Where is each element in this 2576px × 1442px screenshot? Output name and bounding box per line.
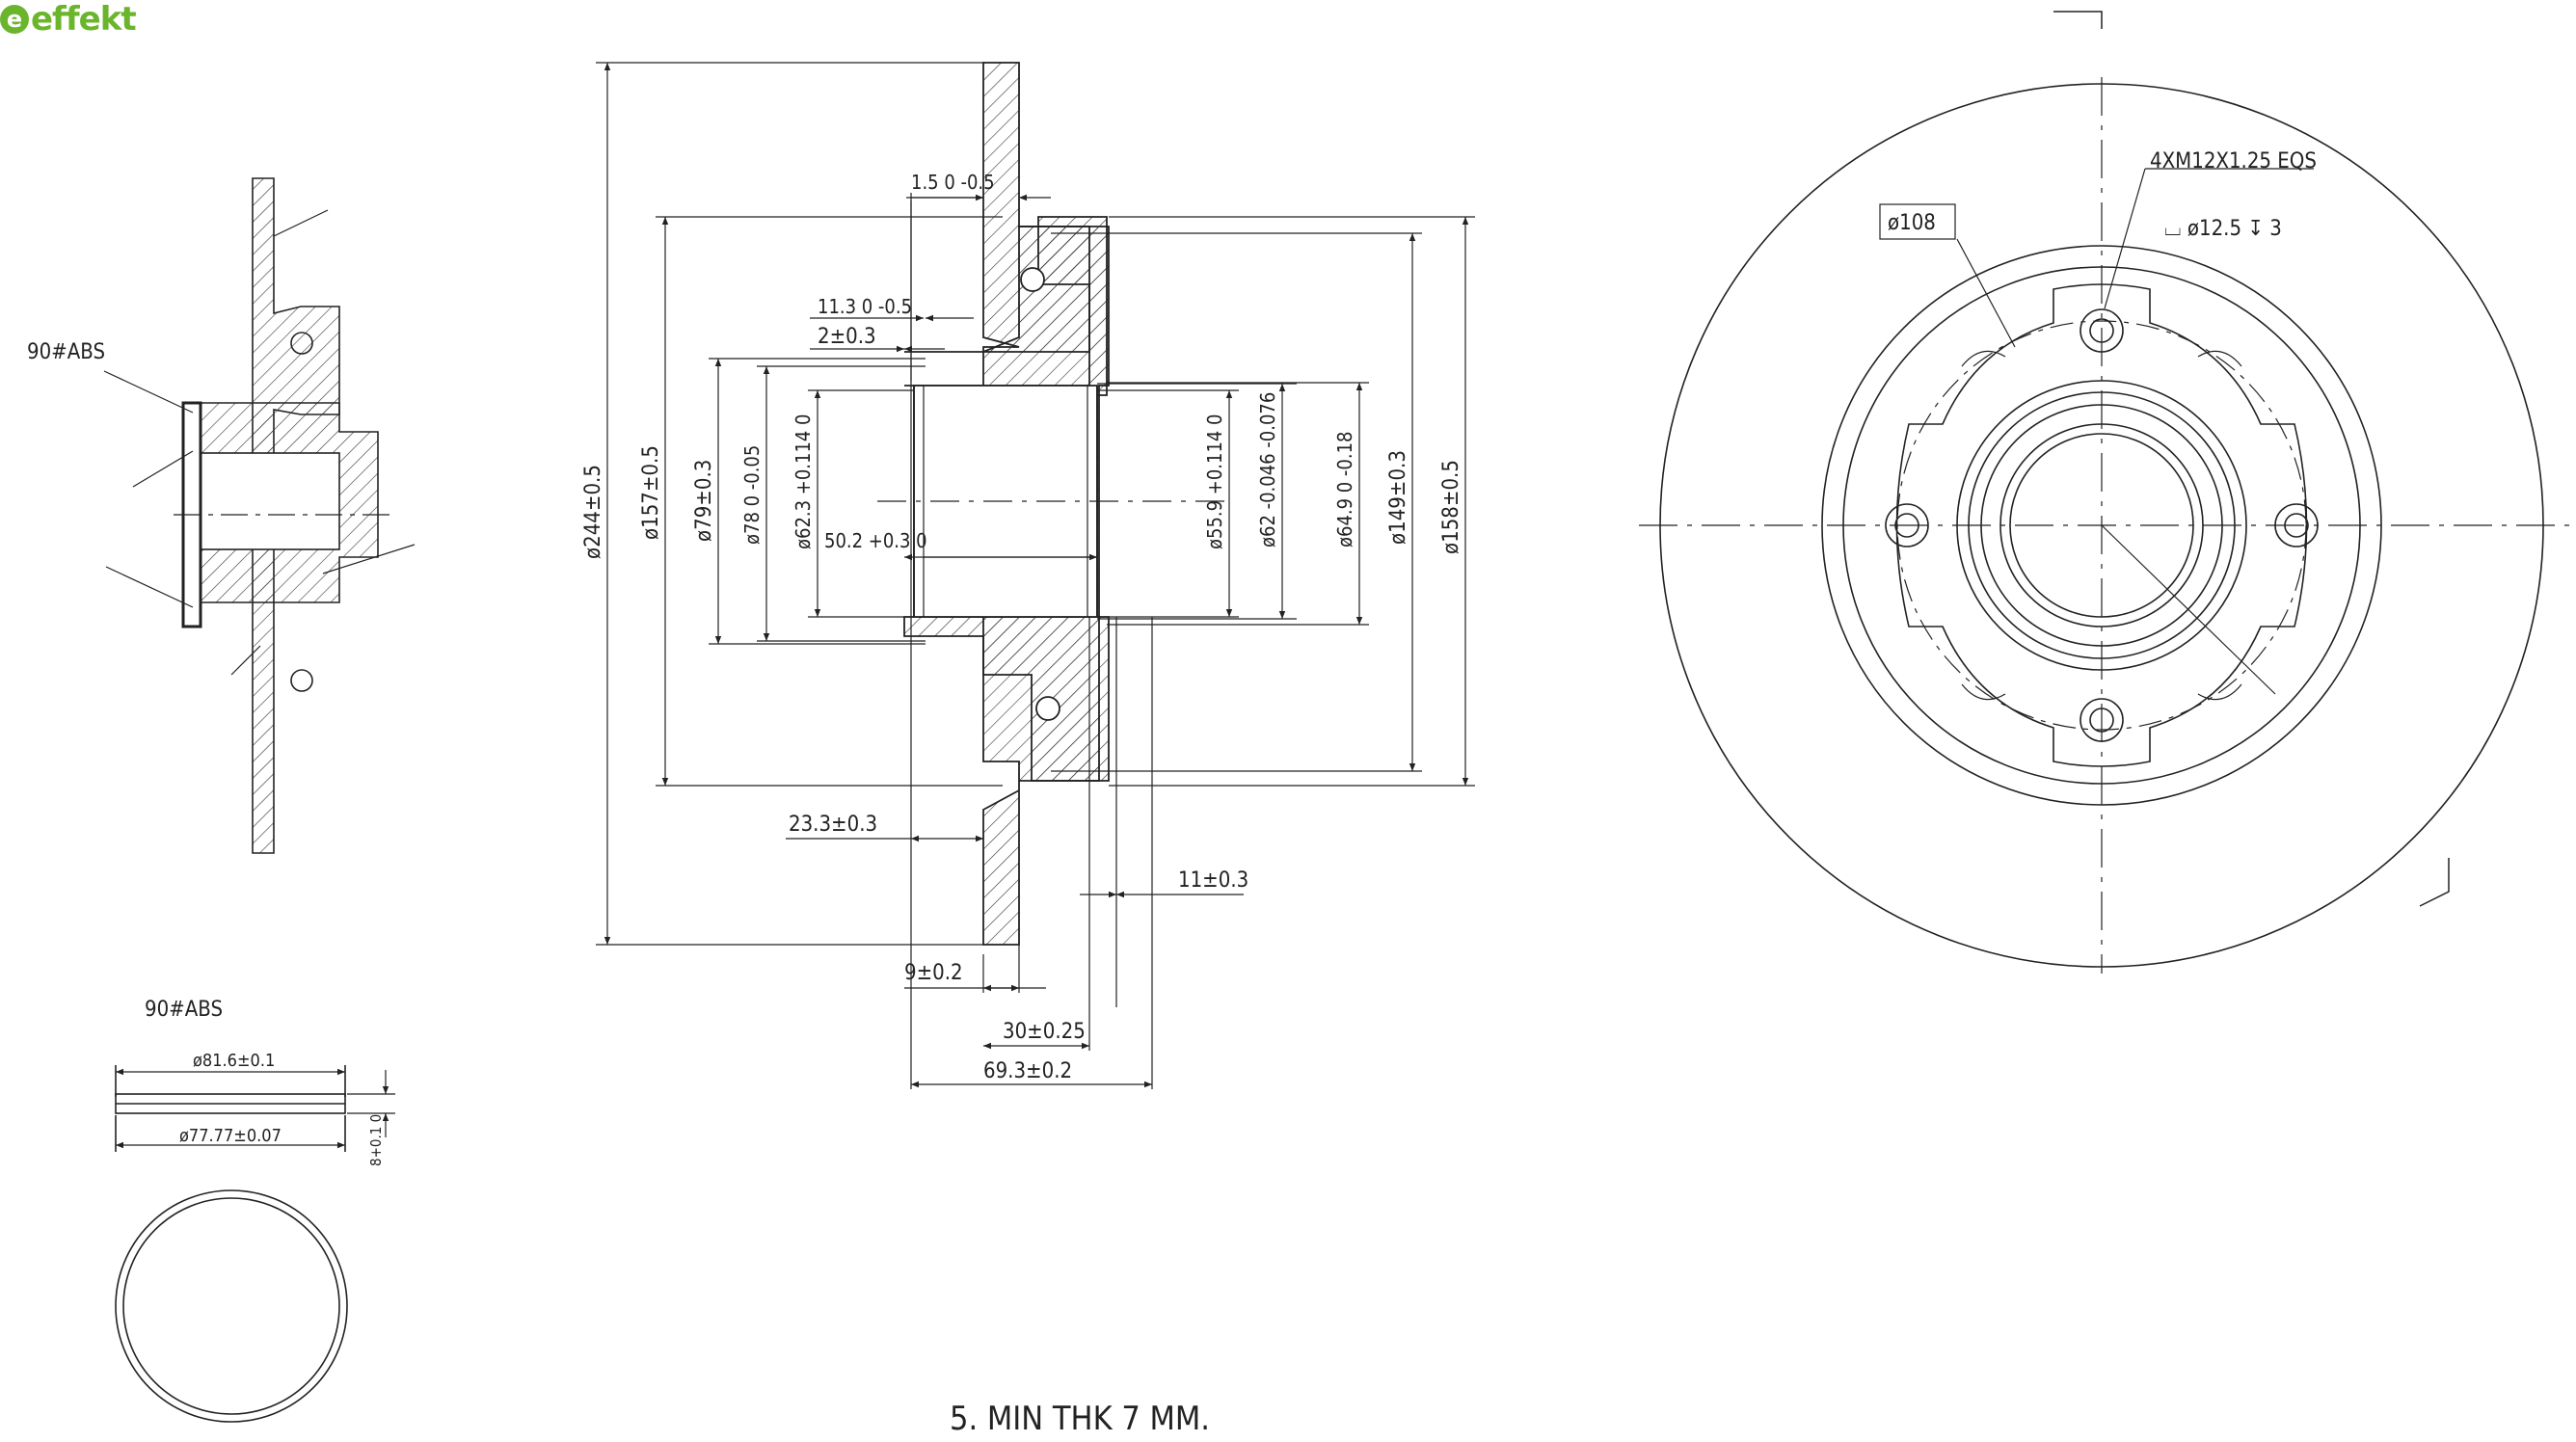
counterbore-callout: ⌴ ø12.5 ↧ 3 xyxy=(2164,217,2282,241)
dim-d158: ø158±0.5 xyxy=(1439,460,1463,554)
dim-l69-3: 69.3±0.2 xyxy=(983,1059,1072,1083)
ring-outer-diameter: ø81.6±0.1 xyxy=(193,1051,275,1071)
min-thickness-note: 5. MIN THK 7 MM. xyxy=(950,1400,1210,1438)
bearing-ball-bottom xyxy=(1035,696,1060,721)
dim-d157: ø157±0.5 xyxy=(639,445,663,540)
logo-mark: e xyxy=(0,5,29,34)
effekt-logo: e effekt xyxy=(0,0,137,39)
abs-section-label: 90#ABS xyxy=(27,340,105,364)
dim-l30: 30±0.25 xyxy=(1003,1020,1086,1044)
bolt-callout: 4XM12X1.25 EQS xyxy=(2150,149,2317,174)
dim-d62-3: ø62.3 +0.114 0 xyxy=(792,414,815,550)
small-section-bearing-ball-top xyxy=(290,332,313,355)
dim-d62: ø62 -0.046 -0.076 xyxy=(1256,392,1279,547)
dim-d64-9: ø64.9 0 -0.18 xyxy=(1333,432,1356,547)
dim-l23-3: 23.3±0.3 xyxy=(789,813,877,837)
horizontal-dimension-lines xyxy=(786,193,1244,1089)
hub-flange-outline xyxy=(1895,283,2308,767)
abs-ring-label: 90#ABS xyxy=(145,998,223,1022)
small-section-bore xyxy=(192,452,340,550)
main-cross-section xyxy=(877,62,1224,946)
hub-body-section xyxy=(904,226,1090,353)
dim-d244: ø244±0.5 xyxy=(581,465,605,559)
disc-front-view xyxy=(1639,11,2569,974)
dim-d79: ø79±0.3 xyxy=(692,460,716,542)
abs-ring-front-view xyxy=(115,1189,348,1423)
dim-b50-2: 50.2 +0.3 0 xyxy=(824,529,927,552)
pcd-label-box xyxy=(1879,203,1956,240)
dim-t2: 2±0.3 xyxy=(818,325,876,349)
ring-inner-diameter: ø77.77±0.07 xyxy=(179,1126,282,1146)
dim-d149: ø149±0.3 xyxy=(1386,450,1410,545)
dim-t1-5: 1.5 0 -0.5 xyxy=(911,171,995,194)
ring-height: 8+0.1 0 xyxy=(367,1114,385,1166)
dim-d78: ø78 0 -0.05 xyxy=(740,445,764,545)
logo-text: effekt xyxy=(31,0,137,39)
dim-l9: 9±0.2 xyxy=(904,961,963,985)
dim-d55-9: ø55.9 +0.114 0 xyxy=(1203,414,1226,550)
hub-lower-section xyxy=(903,616,1100,782)
pcd-label: ø108 xyxy=(1888,211,1936,235)
dim-l11: 11±0.3 xyxy=(1178,868,1248,893)
dim-t11-3: 11.3 0 -0.5 xyxy=(818,295,912,318)
bearing-ball-top xyxy=(1020,267,1045,292)
vertical-dimension-lines xyxy=(596,62,1475,946)
small-section-bearing-ball-bottom xyxy=(290,669,313,692)
small-section-view xyxy=(103,177,416,854)
abs-ring-side-view xyxy=(115,1065,395,1152)
